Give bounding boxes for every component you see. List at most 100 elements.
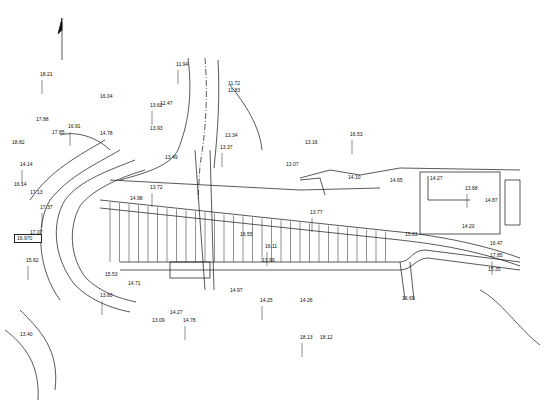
elevation-label: 11.94 <box>176 62 188 67</box>
bank-line <box>300 178 325 195</box>
elevation-label: 13.34 <box>225 133 238 138</box>
elevation-label: 17.85 <box>490 253 503 258</box>
leader-line <box>467 194 468 208</box>
axis-line <box>210 150 214 290</box>
elevation-label: 16.91 <box>68 124 81 129</box>
elevation-label: 13.09 <box>152 318 165 323</box>
road-edge <box>41 150 120 300</box>
elevation-label: 13.40 <box>20 332 33 337</box>
leader-line <box>312 218 313 232</box>
elevation-label: 18.12 <box>320 335 333 340</box>
centre-line <box>198 58 206 200</box>
elevation-label: 16.69 <box>402 296 415 301</box>
hatch-stroke <box>205 212 206 262</box>
channel-edge <box>72 170 145 302</box>
elevation-label: 16.53 <box>350 132 363 137</box>
road-edge <box>5 330 38 400</box>
boxed-elevation: 16.970 <box>14 234 42 243</box>
elevation-label: 14.98 <box>130 196 143 201</box>
elevation-label: 13.72 <box>150 185 163 190</box>
elevation-label: 14.78 <box>183 318 196 323</box>
box-text: 16.970 <box>17 236 39 241</box>
hatch-stroke <box>110 202 111 262</box>
channel-line <box>410 262 414 300</box>
building-line <box>428 176 470 200</box>
hatch-stroke <box>224 214 225 262</box>
channel-line <box>100 200 520 258</box>
leader-line <box>42 80 43 94</box>
elevation-label: 13.37 <box>220 145 233 150</box>
hatch-stroke <box>186 210 187 262</box>
elevation-label: 15.83 <box>405 232 418 237</box>
hatch-stroke <box>281 220 282 262</box>
channel-line <box>400 262 405 300</box>
elevation-label: 13.77 <box>310 210 323 215</box>
elevation-label: 18.82 <box>12 140 25 145</box>
leader-line <box>222 153 223 167</box>
elevation-label: 14.27 <box>170 310 183 315</box>
elevation-label: 17.37 <box>40 205 53 210</box>
elevation-label: 13.99 <box>262 258 275 263</box>
leader-line <box>178 70 179 84</box>
hatch-stroke <box>119 203 120 262</box>
hatch-stroke <box>233 215 234 262</box>
elevation-label: 14.10 <box>348 175 361 180</box>
road-edge <box>30 140 105 200</box>
elevation-label: 11.83 <box>228 88 240 93</box>
elevation-label: 13.49 <box>165 155 178 160</box>
elevation-label: 16.11 <box>265 244 277 249</box>
elevation-label: 14.27 <box>430 176 443 181</box>
hatch-stroke <box>376 231 377 262</box>
elevation-label: 15.62 <box>26 258 39 263</box>
hatch-stroke <box>300 222 301 262</box>
elevation-label: 14.78 <box>100 131 113 136</box>
elevation-label: 16.47 <box>490 241 503 246</box>
hatch-stroke <box>366 230 367 262</box>
hatch-stroke <box>385 232 386 262</box>
leader-line <box>152 111 153 125</box>
bank-line <box>480 290 540 345</box>
elevation-label: 15.53 <box>105 272 118 277</box>
hatch-stroke <box>167 208 168 262</box>
elevation-label: 13.93 <box>150 126 163 131</box>
leader-line <box>28 266 29 280</box>
elevation-label: 18.21 <box>40 72 53 77</box>
hatch-stroke <box>338 226 339 262</box>
hatch-stroke <box>195 211 196 262</box>
elevation-label: 16.55 <box>240 232 253 237</box>
leader-line <box>185 326 186 340</box>
elevation-label: 14.25 <box>260 298 273 303</box>
elevation-label: 14.71 <box>128 281 141 286</box>
elevation-label: 15.35 <box>488 267 501 272</box>
hatch-stroke <box>357 228 358 262</box>
hatch-stroke <box>138 205 139 262</box>
channel-line <box>120 258 520 270</box>
leader-line <box>70 132 71 146</box>
hatch-stroke <box>176 209 177 262</box>
elevation-label: 13.62 <box>150 103 163 108</box>
elevation-label: 11.72 <box>228 81 240 86</box>
hatch-stroke <box>157 207 158 262</box>
hatch-stroke <box>309 223 310 262</box>
axis-line <box>195 150 205 290</box>
leader-line <box>42 213 43 227</box>
hatch-stroke <box>129 204 130 262</box>
channel-line <box>120 250 520 262</box>
elevation-label: 14.87 <box>485 198 498 203</box>
bridge-hatching <box>110 202 386 262</box>
slope-line <box>230 85 262 150</box>
leader-line <box>302 343 303 357</box>
hatch-stroke <box>328 225 329 262</box>
elevation-label: 13.60 <box>100 293 113 298</box>
elevation-label: 14.26 <box>300 298 313 303</box>
elevation-label: 16.14 <box>14 182 27 187</box>
hatch-stroke <box>214 213 215 262</box>
hatch-stroke <box>148 206 149 262</box>
elevation-label: 18.13 <box>300 335 313 340</box>
elevation-label: 14.65 <box>390 178 403 183</box>
hatch-stroke <box>271 219 272 262</box>
elevation-label: 13.07 <box>286 162 299 167</box>
hatch-stroke <box>243 216 244 262</box>
